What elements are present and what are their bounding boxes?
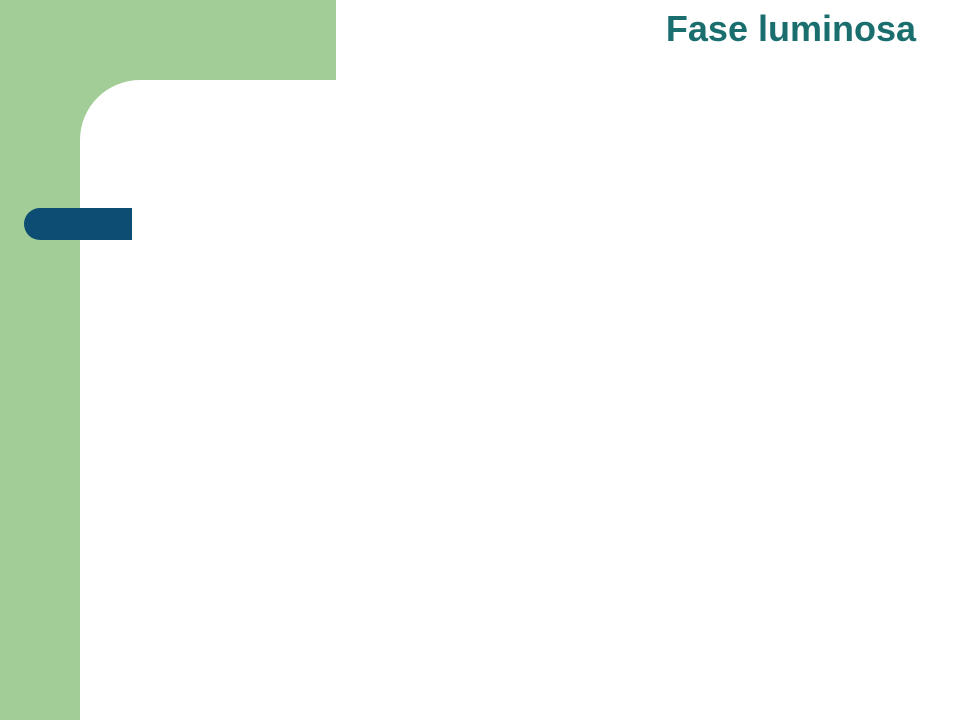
left-green-band <box>0 0 80 720</box>
navy-tab-accent <box>24 208 132 240</box>
content-panel <box>80 80 960 720</box>
slide-title: Fase luminosa <box>665 8 916 49</box>
